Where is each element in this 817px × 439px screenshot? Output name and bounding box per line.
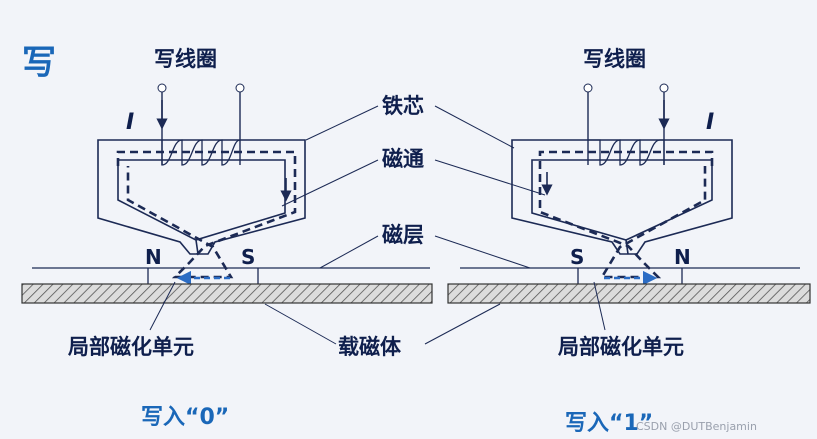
watermark: CSDN @DUTBenjamin xyxy=(636,420,757,433)
right-iron-core xyxy=(511,139,733,255)
left-flux-path xyxy=(116,150,297,279)
right-pole-s: S xyxy=(570,245,584,269)
right-caption: 写入“1” xyxy=(565,411,653,436)
right-coil-terminal-in xyxy=(583,83,593,93)
substrate-leader-left xyxy=(264,303,337,345)
right-coil-terminal-out xyxy=(659,83,669,93)
flux-leader-right xyxy=(434,159,546,196)
substrate-leader-right xyxy=(424,303,501,345)
left-coil-winding xyxy=(161,139,241,166)
left-current-label: I xyxy=(126,110,134,135)
layer-leader-left xyxy=(319,235,379,269)
left-coil-label: 写线圈 xyxy=(154,47,217,71)
core-leader-right xyxy=(434,105,515,149)
layer-leader-right xyxy=(434,235,531,269)
flux-label: 磁通 xyxy=(382,147,424,171)
left-pole-n: N xyxy=(145,245,162,269)
left-coil-terminal-out xyxy=(235,83,245,93)
right-cell-label: 局部磁化单元 xyxy=(558,335,684,359)
left-iron-core xyxy=(97,139,306,255)
substrate-label: 载磁体 xyxy=(338,335,402,359)
left-write-head: I xyxy=(97,83,306,286)
right-coil-winding xyxy=(588,139,665,166)
left-cell-leader xyxy=(149,281,176,331)
right-write-head: I xyxy=(511,83,733,286)
right-coil-label: 写线圈 xyxy=(583,47,646,71)
left-caption: 写入“0” xyxy=(141,405,229,430)
page-title: 写 xyxy=(22,43,56,83)
flux-leader-left xyxy=(281,159,379,207)
right-current-label: I xyxy=(706,110,714,135)
left-substrate xyxy=(21,283,433,304)
left-coil-terminal-in xyxy=(157,83,167,93)
right-cell-leader xyxy=(593,281,606,331)
core-leader-left xyxy=(305,105,379,141)
left-cell-label: 局部磁化单元 xyxy=(68,335,194,359)
layer-label: 磁层 xyxy=(382,223,424,247)
left-pole-s: S xyxy=(241,245,255,269)
core-label: 铁芯 xyxy=(382,94,424,118)
right-substrate xyxy=(447,283,811,304)
right-pole-n: N xyxy=(674,245,691,269)
